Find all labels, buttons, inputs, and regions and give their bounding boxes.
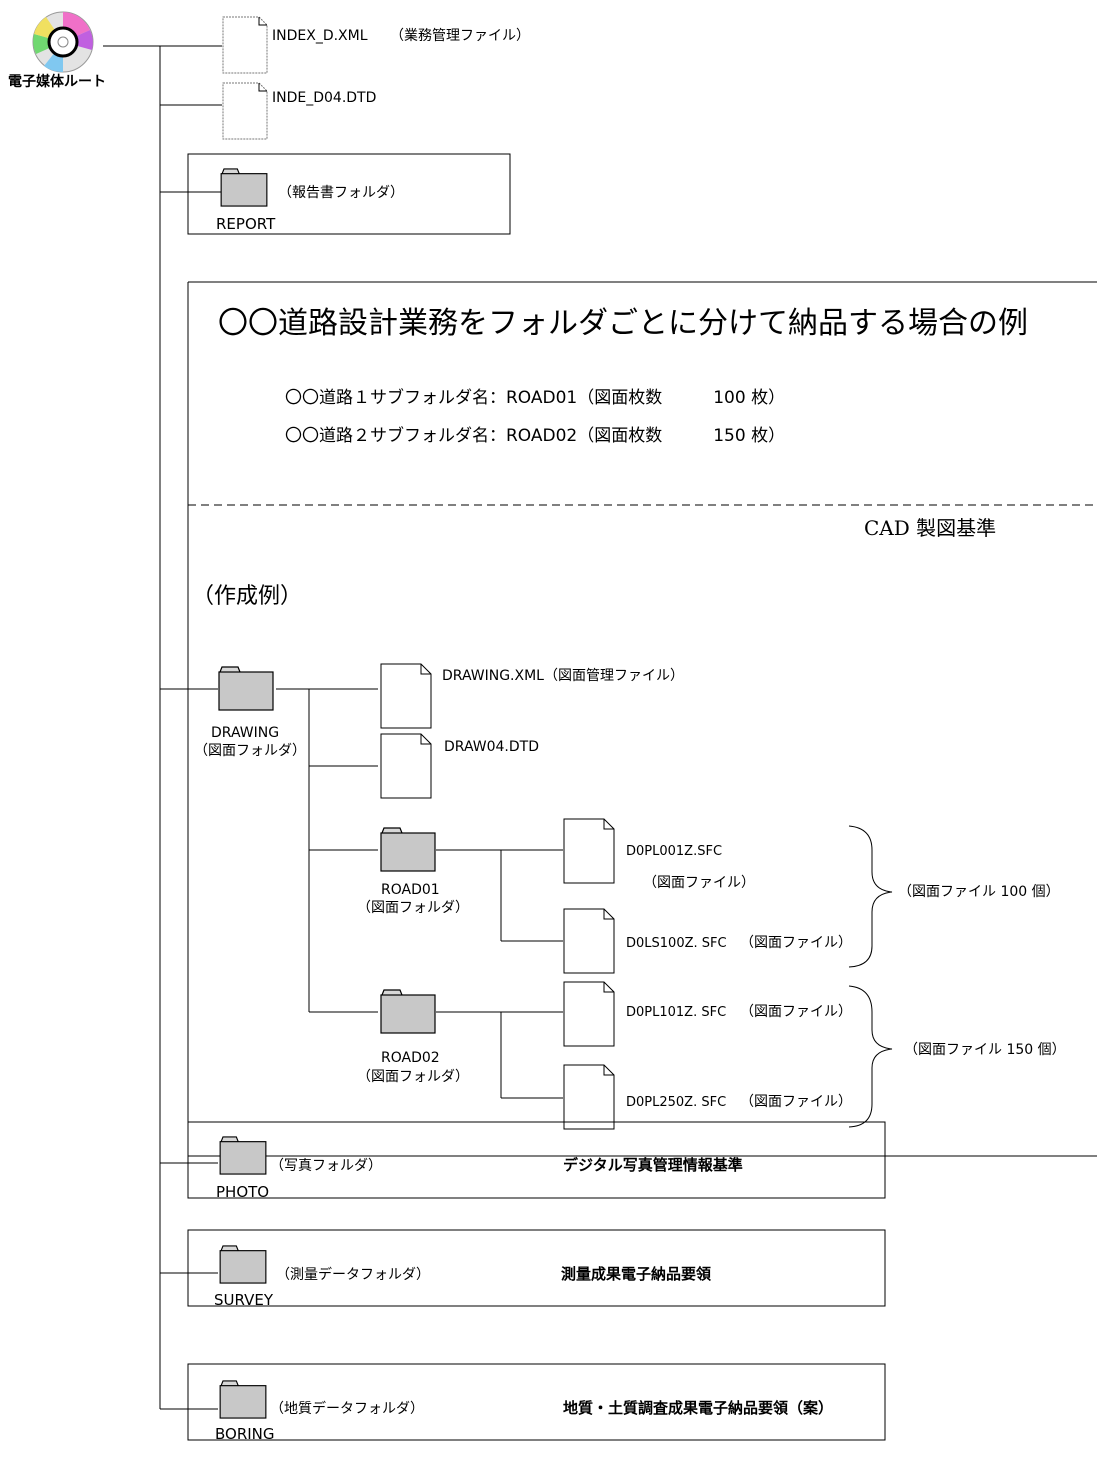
boring-folder-icon[interactable] [219,1380,267,1419]
cd-disc-icon [32,11,94,73]
report-folder-desc: （報告書フォルダ） [278,185,404,201]
cad-standard: CAD 製図基準 [864,516,996,540]
drawing-dtd-icon [380,733,432,799]
road01-group-note: （図面ファイル 100 個） [898,884,1060,900]
road01-folder-desc: （図面フォルダ） [357,900,469,916]
survey-folder-icon[interactable] [219,1245,267,1284]
road02-file1-name[interactable]: D0PL101Z. SFC [626,1005,726,1020]
road02-file1-desc: （図面ファイル） [740,1004,852,1020]
road02-file2-name[interactable]: D0PL250Z. SFC [626,1095,726,1110]
index-xml-note: （業務管理ファイル） [390,28,530,44]
photo-folder-icon[interactable] [219,1136,267,1175]
index-dtd-name[interactable]: INDE_D04.DTD [272,90,376,106]
dtd-file-icon [222,82,268,140]
drawing-folder-name[interactable]: DRAWING [211,725,279,741]
road01-folder-icon[interactable] [380,827,436,872]
example-panel [187,281,1097,1157]
xml-file-icon [222,16,268,74]
drawing-folder-icon[interactable] [218,666,274,711]
survey-folder-name[interactable]: SURVEY [214,1291,274,1309]
road01-brace [848,825,893,968]
road02-file1-icon [563,981,615,1047]
road01-file2-desc: （図面ファイル） [740,935,852,951]
road01-folder-name[interactable]: ROAD01 [381,882,440,898]
photo-standard: デジタル写真管理情報基準 [563,1156,743,1174]
sakusei-label: （作成例） [192,584,302,609]
road02-folder-icon[interactable] [380,989,436,1034]
index-xml-name[interactable]: INDEX_D.XML [272,28,368,44]
photo-folder-desc: （写真フォルダ） [270,1158,382,1174]
report-box [187,153,511,235]
example-line-1: 〇〇道路１サブフォルダ名：ROAD01（図面枚数 100 枚） [285,387,785,408]
example-line-2: 〇〇道路２サブフォルダ名：ROAD02（図面枚数 150 枚） [285,425,785,446]
report-folder-icon[interactable] [220,168,268,207]
boring-box [187,1363,886,1441]
root-label: 電子媒体ルート [8,73,106,90]
boring-standard: 地質・土質調査成果電子納品要領（案） [563,1399,833,1417]
boring-folder-desc: （地質データフォルダ） [270,1400,424,1417]
photo-folder-name[interactable]: PHOTO [216,1183,269,1201]
survey-box [187,1229,886,1307]
drawing-xml-icon [380,663,432,729]
road02-group-note: （図面ファイル 150 個） [904,1042,1066,1058]
survey-standard: 測量成果電子納品要領 [561,1265,712,1283]
boring-folder-name[interactable]: BORING [215,1425,275,1443]
road02-file2-icon [563,1064,615,1130]
drawing-tree-lines [276,688,563,1099]
road01-file2-icon [563,908,615,974]
tree-lines [103,45,222,1410]
road02-file2-desc: （図面ファイル） [740,1094,852,1110]
drawing-dtd-name[interactable]: DRAW04.DTD [444,739,539,755]
drawing-xml-name[interactable]: DRAWING.XML（図面管理ファイル） [442,668,684,684]
survey-folder-desc: （測量データフォルダ） [276,1266,430,1283]
road01-file1-icon [563,818,615,884]
report-folder-name[interactable]: REPORT [216,215,276,233]
road02-folder-name[interactable]: ROAD02 [381,1050,440,1066]
photo-box [187,1121,886,1199]
road01-file1-desc: （図面ファイル） [643,875,755,891]
drawing-folder-desc: （図面フォルダ） [194,743,306,759]
road02-folder-desc: （図面フォルダ） [357,1069,469,1085]
road01-file1-name[interactable]: D0PL001Z.SFC [626,844,722,859]
road01-file2-name[interactable]: D0LS100Z. SFC [626,936,727,951]
road02-brace [848,985,893,1128]
example-title: 〇〇道路設計業務をフォルダごとに分けて納品する場合の例 [218,306,1028,341]
